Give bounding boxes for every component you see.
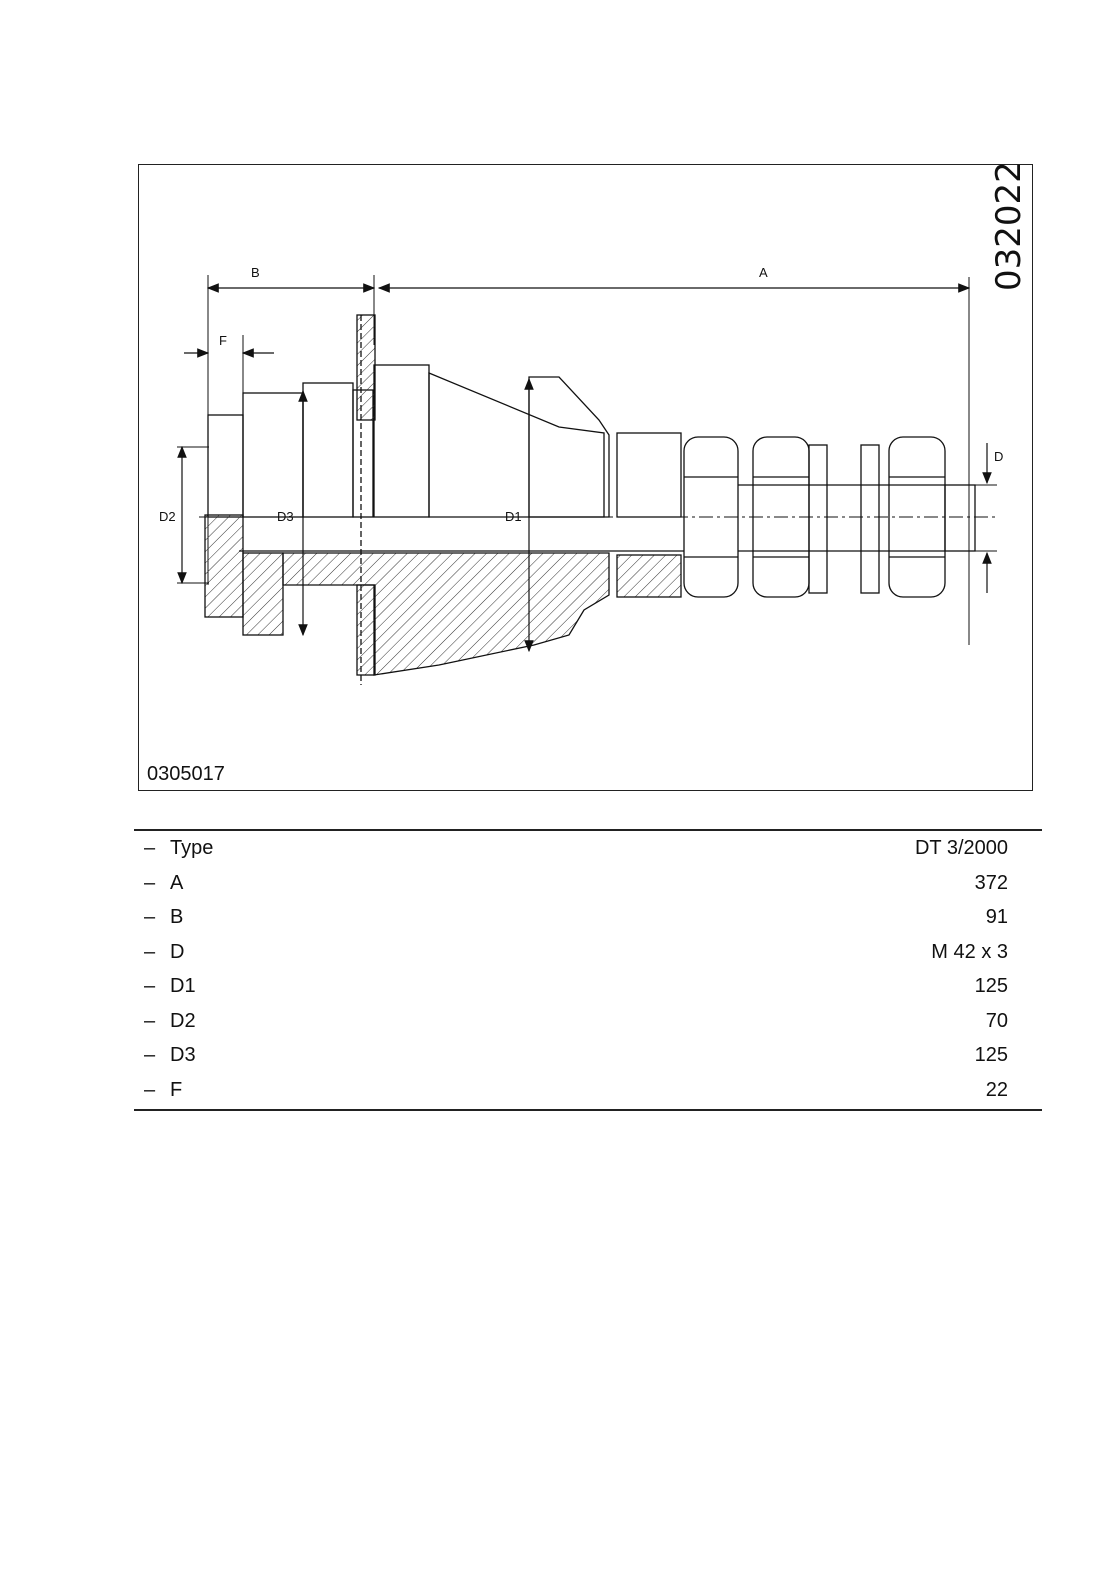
dimension-d2: D2	[159, 445, 209, 585]
spec-label: Type	[170, 837, 214, 859]
spec-label: D3	[170, 1044, 196, 1066]
spec-row: –D3 125	[134, 1038, 1042, 1073]
spec-label: D2	[170, 1009, 196, 1032]
spec-dash: –	[144, 871, 156, 894]
spec-value: M 42 x 3	[931, 940, 1008, 963]
spec-dash: –	[144, 975, 156, 997]
spec-label: F	[170, 1078, 183, 1101]
label-d: D	[994, 449, 1003, 464]
spec-dash: –	[144, 940, 156, 963]
side-reference-number: 032022	[989, 161, 1029, 291]
spec-dash: –	[144, 1009, 156, 1032]
spec-dash: –	[144, 1044, 156, 1066]
label-d2: D2	[159, 509, 176, 524]
dimension-f: F	[184, 333, 274, 415]
spec-dash: –	[144, 1078, 156, 1101]
spec-label: D	[170, 940, 185, 963]
dimension-d: D	[969, 443, 1003, 593]
label-d3: D3	[277, 509, 294, 524]
dimension-d3: D3	[277, 389, 308, 637]
spec-label: B	[170, 906, 184, 928]
spec-value: DT 3/2000	[914, 837, 1008, 859]
label-b: B	[251, 265, 260, 280]
label-a: A	[759, 265, 768, 280]
technical-drawing-frame: B A F	[138, 161, 1033, 791]
spec-row: –D M 42 x 3	[134, 935, 1042, 970]
spec-value: 372	[974, 871, 1008, 894]
hex-nuts	[683, 436, 976, 598]
label-f: F	[219, 333, 227, 348]
spec-value: 125	[974, 1044, 1008, 1066]
dimension-a: A	[377, 265, 971, 645]
spec-label: D1	[170, 975, 196, 997]
spec-row: –A 372	[134, 866, 1042, 901]
spec-row: –F 22	[134, 1073, 1042, 1108]
spec-row: –Type DT 3/2000	[134, 831, 1042, 866]
figure-id: 0305017	[147, 763, 225, 785]
spec-row: –B 91	[134, 900, 1042, 935]
spec-value: 22	[985, 1078, 1008, 1101]
spec-row: –D1 125	[134, 969, 1042, 1004]
spec-value: 70	[985, 1009, 1008, 1032]
dimension-d1: D1	[505, 377, 534, 653]
spec-value: 125	[974, 975, 1008, 997]
technical-drawing: B A F	[159, 265, 1003, 685]
top-rule	[134, 829, 1042, 831]
bottom-rule	[134, 1109, 1042, 1111]
spec-value: 91	[985, 906, 1008, 928]
label-d1: D1	[505, 509, 522, 524]
spec-dash: –	[144, 837, 156, 859]
spec-label: A	[170, 871, 184, 894]
spec-dash: –	[144, 906, 156, 928]
spec-row: –D2 70	[134, 1004, 1042, 1039]
